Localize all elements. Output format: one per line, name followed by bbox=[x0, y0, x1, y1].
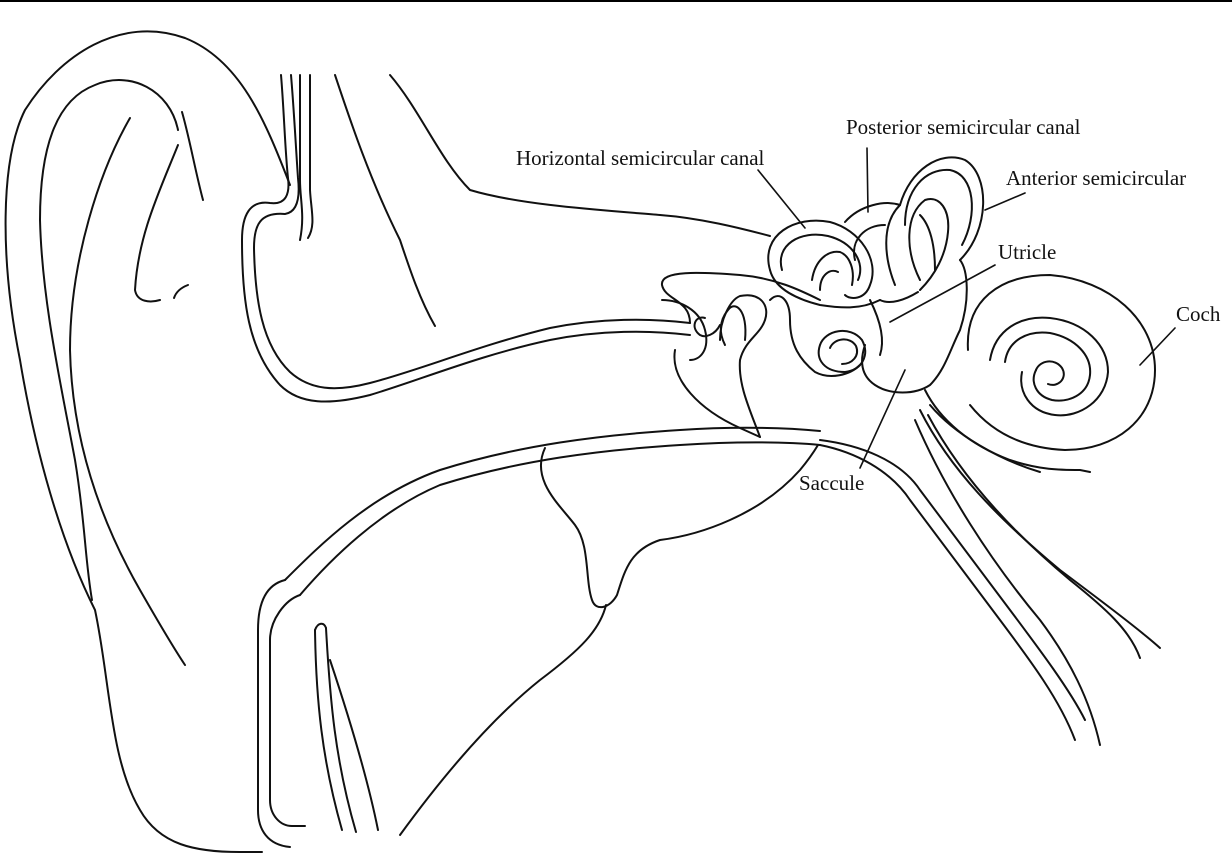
horizontal-leader bbox=[757, 169, 806, 229]
label-posterior-semicircular-canal: Posterior semicircular canal bbox=[846, 115, 1081, 139]
leader-lines bbox=[757, 147, 1176, 469]
label-anterior-semicircular: Anterior semicircular bbox=[1006, 166, 1187, 190]
label-utricle: Utricle bbox=[998, 240, 1057, 264]
utricle-leader bbox=[889, 264, 996, 323]
label-saccule: Saccule bbox=[799, 471, 865, 495]
cochlea-leader bbox=[1139, 327, 1176, 366]
top-border bbox=[0, 0, 1232, 2]
semicircular-canals bbox=[767, 156, 985, 373]
vestibule-and-cochlea bbox=[819, 259, 1161, 746]
label-horizontal-semicircular-canal: Horizontal semicircular canal bbox=[516, 146, 765, 170]
posterior-leader bbox=[866, 147, 869, 213]
label-cochlea: Coch bbox=[1176, 302, 1221, 326]
saccule-leader bbox=[859, 369, 906, 469]
ear-canal-lower bbox=[257, 426, 821, 848]
anterior-leader bbox=[984, 192, 1026, 211]
middle-ear-ossicles bbox=[661, 271, 861, 438]
pinna bbox=[4, 30, 771, 853]
